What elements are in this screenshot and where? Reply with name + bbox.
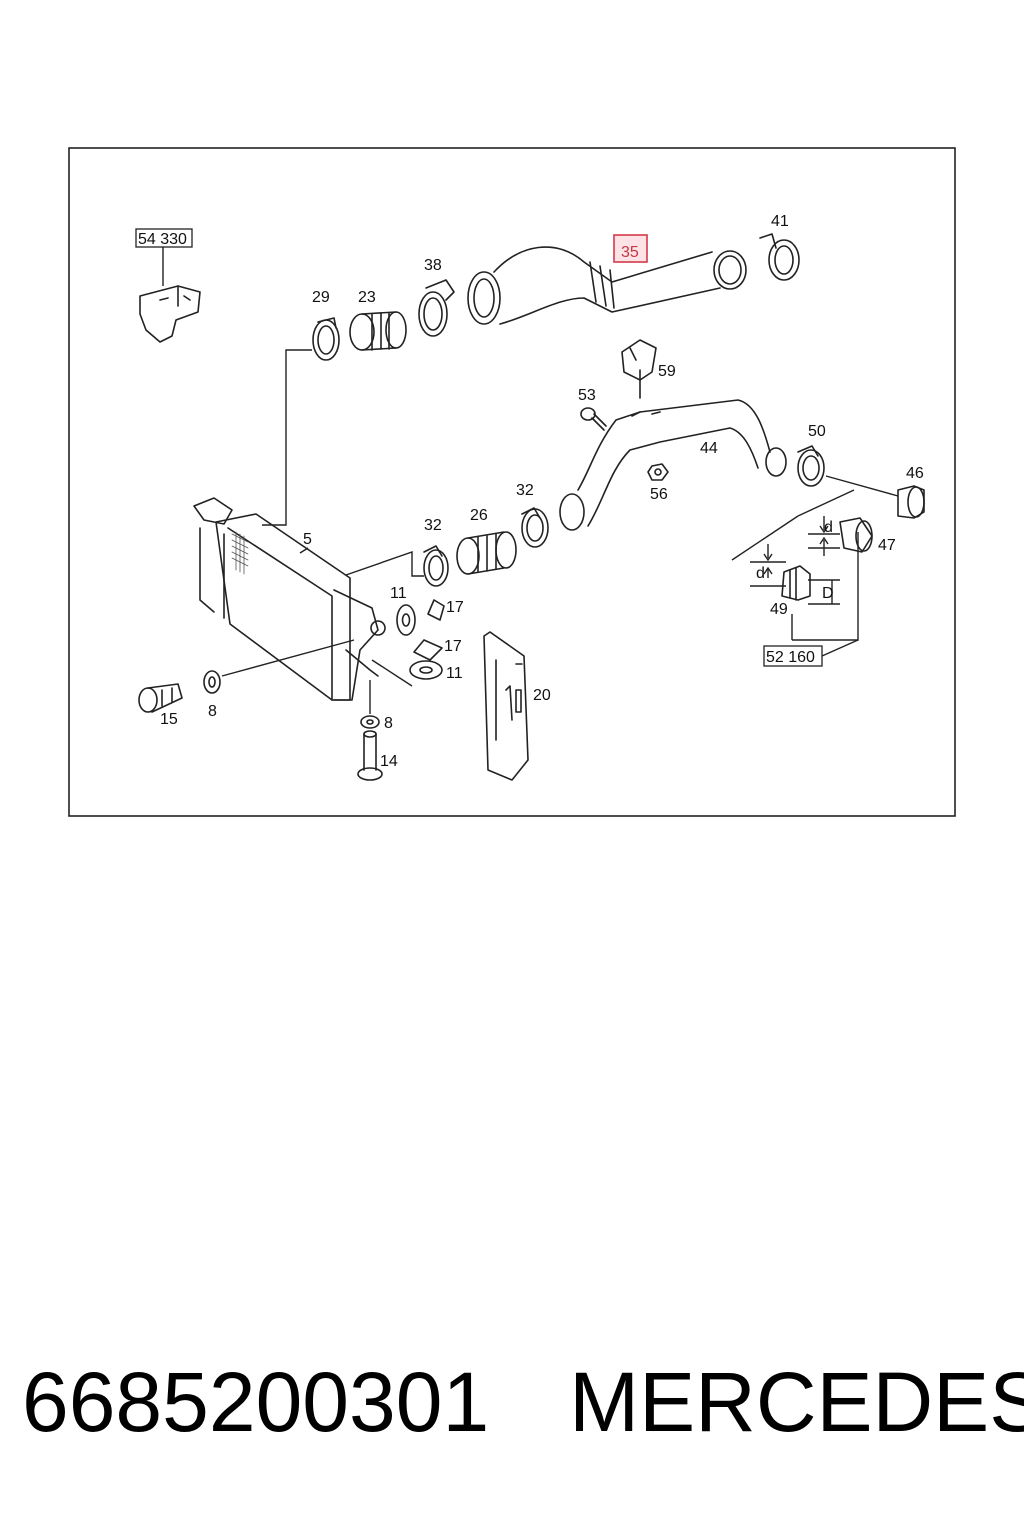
callout-23: 23 <box>358 289 376 306</box>
clamp-38 <box>418 279 455 337</box>
clamp-32-left <box>423 545 449 587</box>
callout-14: 14 <box>380 753 398 770</box>
callout-47: 47 <box>878 537 896 554</box>
nut-56 <box>647 463 669 481</box>
washer-11-top <box>396 604 416 636</box>
callout-56: 56 <box>650 486 668 503</box>
callout-32-right: 32 <box>516 482 534 499</box>
hose-35 <box>467 246 747 325</box>
callout-8-bottom: 8 <box>384 715 393 732</box>
washer-11-bottom <box>409 660 443 680</box>
callout-26: 26 <box>470 507 488 524</box>
callout-53: 53 <box>578 387 596 404</box>
clamp-32-right <box>521 507 549 548</box>
sleeve-47 <box>839 517 873 553</box>
callout-29: 29 <box>312 289 330 306</box>
hose-26 <box>456 531 517 575</box>
callout-11-bottom: 11 <box>446 665 463 682</box>
dim-d-49: d <box>756 565 765 582</box>
callout-8-left: 8 <box>208 703 217 720</box>
callout-54330: 54 330 <box>138 231 187 248</box>
callout-59: 59 <box>658 363 676 380</box>
callout-15: 15 <box>160 711 178 728</box>
callout-5: 5 <box>303 531 312 548</box>
part-number: 6685200301 <box>22 1355 490 1449</box>
dim-D-49: D <box>822 585 834 602</box>
ref-box-54330 <box>135 228 193 248</box>
callout-20: 20 <box>533 687 551 704</box>
callout-44: 44 <box>700 440 718 457</box>
clamp-50 <box>797 445 825 487</box>
bush-8-bottom <box>360 715 380 729</box>
callout-32-left: 32 <box>424 517 442 534</box>
highlight-box-35 <box>613 234 648 263</box>
sleeve-49 <box>781 565 811 601</box>
clip-17-bottom <box>413 639 443 661</box>
clamp-29 <box>312 317 340 361</box>
product-caption: 6685200301 MERCEDES <box>22 1355 1024 1449</box>
callout-52160: 52 160 <box>766 649 815 666</box>
bolt-14 <box>357 730 383 781</box>
sensor-part <box>139 285 201 343</box>
pipe-44 <box>559 399 787 531</box>
callout-17-top: 17 <box>446 599 464 616</box>
clamp-41 <box>759 233 800 281</box>
callout-49: 49 <box>770 601 788 618</box>
callout-41: 41 <box>771 213 789 230</box>
callout-50: 50 <box>808 423 826 440</box>
dimension-d-49 <box>731 515 840 605</box>
callout-11-top: 11 <box>390 585 407 602</box>
brand-name: MERCEDES <box>569 1355 1024 1449</box>
callout-35: 35 <box>621 244 639 261</box>
bracket-20 <box>483 631 529 781</box>
callout-38: 38 <box>424 257 442 274</box>
sleeve-46 <box>897 485 925 519</box>
dimension-d-47 <box>797 489 855 556</box>
valve-59 <box>621 339 657 399</box>
callout-46: 46 <box>906 465 924 482</box>
clip-17-top <box>427 599 445 621</box>
bolt-15 <box>138 683 183 713</box>
intercooler-5 <box>193 497 386 701</box>
hose-23 <box>349 311 407 351</box>
diagram-frame <box>68 147 956 817</box>
bolt-53 <box>580 407 607 431</box>
dim-d-47: d <box>824 519 833 536</box>
callout-17-bottom: 17 <box>444 638 462 655</box>
bush-8-left <box>203 670 221 694</box>
